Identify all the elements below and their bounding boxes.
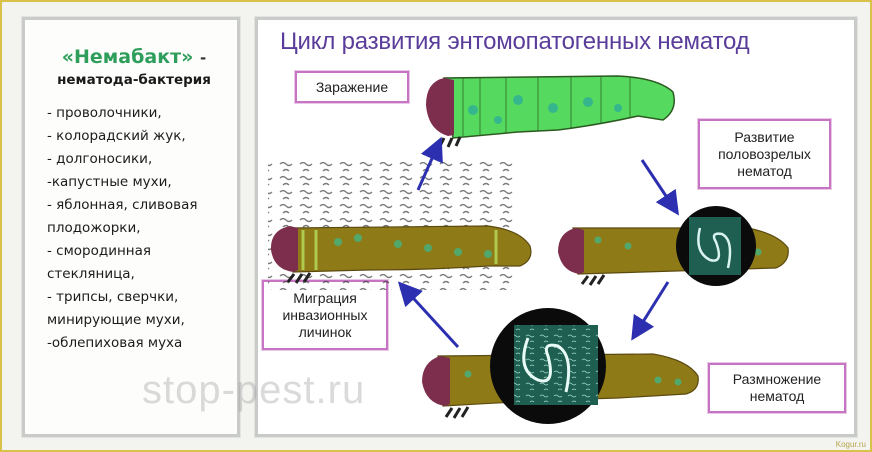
arrow-to-development-icon xyxy=(640,159,679,216)
title-dash: - xyxy=(200,49,207,67)
developing-larva-icon xyxy=(558,206,789,286)
stage-development-line3: нематод xyxy=(737,162,792,179)
pest-item: стекляница, xyxy=(47,266,135,282)
pest-item: - колорадский жук, xyxy=(47,128,186,144)
product-subtitle: нематода-бактерия xyxy=(57,72,211,88)
pest-item: -капустные мухи, xyxy=(47,174,172,190)
pest-item: -облепиховая муха xyxy=(47,335,183,351)
pest-item: - долгоносики, xyxy=(47,151,153,167)
product-name: «Немабакт» xyxy=(61,46,194,68)
arrow-to-migration-icon xyxy=(397,281,460,349)
pest-item: - проволочники, xyxy=(47,105,162,121)
stage-reproduction-line1: Размножение xyxy=(732,371,822,387)
pest-item: - трипсы, сверчки, xyxy=(47,289,179,305)
pest-item: плодожорки, xyxy=(47,220,141,236)
stage-migration-line2: инвазионных xyxy=(282,306,368,323)
product-title: «Немабакт» - xyxy=(25,46,243,68)
product-info-panel: «Немабакт» - нематода-бактерия - проволо… xyxy=(22,17,240,437)
stage-development-label: Развитие половозрелых нематод xyxy=(698,119,831,189)
diagram-illustration xyxy=(268,75,789,424)
pest-item: - яблонная, сливовая xyxy=(47,197,198,213)
stage-reproduction-label: Размножение нематод xyxy=(708,363,846,413)
reproduction-larva-icon xyxy=(422,308,699,424)
pest-item: минирующие мухи, xyxy=(47,312,185,328)
stage-migration-line3: личинок xyxy=(298,323,352,340)
stage-reproduction-line2: нематод xyxy=(749,388,805,404)
stage-development-line1: Развитие xyxy=(734,128,795,145)
stage-migration-label: Миграция инвазионных личинок xyxy=(262,280,388,350)
pest-item: - смородинная xyxy=(47,243,152,259)
healthy-larva-icon xyxy=(426,75,675,148)
life-cycle-diagram: Цикл развития энтомопатогенных нематод З… xyxy=(255,17,857,437)
credit: Kogur.ru xyxy=(835,440,866,449)
diagram-title: Цикл развития энтомопатогенных нематод xyxy=(280,28,750,55)
stage-migration-line1: Миграция xyxy=(293,289,357,306)
arrow-to-infection-icon xyxy=(416,136,443,191)
stage-development-line2: половозрелых xyxy=(718,145,811,162)
stage-infection-text: Заражение xyxy=(315,78,389,95)
pest-list: - проволочники, - колорадский жук, - дол… xyxy=(47,102,237,355)
nematode-view-icon xyxy=(689,217,741,275)
nematode-worm-icon xyxy=(697,227,732,269)
arrow-to-reproduction-icon xyxy=(631,281,670,341)
adult-nematode-icon xyxy=(522,337,571,393)
stage-infection-label: Заражение xyxy=(295,71,409,103)
infected-larva-icon xyxy=(270,225,532,284)
watermark: stop-pest.ru xyxy=(142,368,366,412)
